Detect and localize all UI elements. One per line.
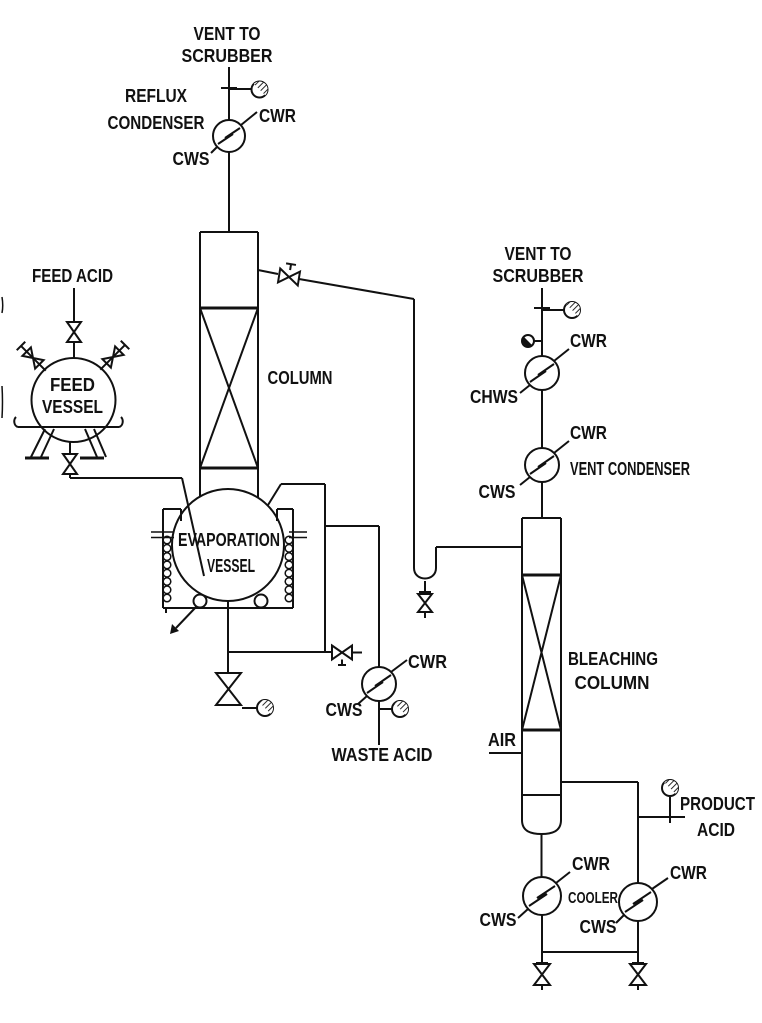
waste-cws-label: CWS [326, 700, 363, 720]
column-label: COLUMN [268, 368, 333, 388]
cwr-leader [553, 348, 570, 362]
cws-leader [517, 908, 529, 919]
feed-vessel-saddle [13, 416, 124, 460]
waste-acid-section: CWR CWS WASTE ACID [326, 652, 448, 765]
bleaching-label-2: COLUMN [575, 673, 650, 693]
feed-vessel-label-2: VESSEL [42, 397, 103, 417]
page-edge-marks [1, 296, 4, 419]
product-takeoff [561, 781, 639, 883]
vent-left-label-1: VENT TO [194, 24, 261, 44]
igniter-tip [170, 624, 179, 634]
cws-leader [210, 146, 218, 154]
feed-dip-pipe [181, 477, 205, 577]
chiller-cwr-label: CWR [570, 331, 607, 351]
cws-leader [357, 695, 368, 705]
waste-acid-label: WASTE ACID [332, 745, 433, 765]
exchanger-coil-icon [528, 885, 556, 907]
exchanger-coil-icon [217, 127, 241, 145]
product-instrument-bubble [661, 779, 679, 797]
cwr-leader [553, 440, 570, 454]
evaporation-section: EVAPORATION VESSEL [151, 483, 380, 717]
cwr-leader [651, 877, 669, 890]
vent-left-label-2: SCRUBBER [182, 46, 273, 66]
cooler2-cwr-label: CWR [670, 863, 707, 883]
u-seal [413, 546, 522, 580]
waste-instrument-bubble [391, 700, 409, 718]
instrument-bubble [250, 80, 269, 99]
cooler2-cws-label: CWS [580, 917, 617, 937]
exchanger-coil-icon [366, 674, 392, 694]
sight-glass-right [253, 593, 269, 609]
feed-vessel-label-1: FEED [50, 375, 95, 395]
sight-glass-left [192, 593, 208, 609]
right-vent-line: VENT TO SCRUBBER [493, 244, 584, 356]
chiller-chws-label: CHWS [470, 387, 518, 407]
reflux-cwr-label: CWR [259, 106, 296, 126]
feed-outlet-valve [61, 453, 79, 475]
cws-leader [519, 476, 531, 486]
cwr-leader [555, 871, 571, 884]
product-label-1: PRODUCT [680, 794, 755, 814]
product-label-2: ACID [697, 820, 735, 840]
drain-instrument-bubble [256, 699, 274, 717]
ventcond-cws-label: CWS [479, 482, 516, 502]
cooler-label: COOLER [568, 890, 618, 907]
igniter-line [175, 606, 197, 629]
feed-acid-label: FEED ACID [32, 266, 113, 286]
vent-condenser: CWR VENT CONDENSER CWS [479, 423, 690, 518]
left-vent-line: VENT TO SCRUBBER [182, 24, 273, 120]
bleaching-label-1: BLEACHING [568, 649, 658, 669]
exchanger-coil-icon [529, 455, 555, 475]
cws-leader [615, 914, 625, 924]
exchanger-coil-icon [624, 891, 652, 913]
feed-vessel-nozzle-right [99, 340, 130, 371]
heating-coil-right [284, 535, 294, 603]
bleaching-column: BLEACHING COLUMN AIR [488, 517, 658, 883]
ventcond-cwr-label: CWR [570, 423, 607, 443]
packing-x [199, 307, 259, 469]
waste-cwr-label: CWR [408, 652, 447, 672]
sensor-dot [521, 334, 535, 348]
cooler1-cwr-label: CWR [572, 854, 610, 874]
reflux-cws-label: CWS [173, 149, 210, 169]
exchanger-coil-icon [529, 363, 555, 383]
feed-vessel-nozzle-left [16, 341, 47, 372]
heating-coil-left [162, 535, 172, 603]
reflux-condenser-label-2: CONDENSER [108, 113, 205, 133]
instrument-bubble [563, 301, 581, 319]
vent-chiller: CWR CHWS [470, 331, 607, 448]
vent-right-label-2: SCRUBBER [493, 266, 584, 286]
cooler-drain-valve-right [627, 952, 649, 990]
reflux-condenser-label-1: REFLUX [125, 86, 187, 106]
feed-inlet-valve [65, 321, 83, 343]
vent-condenser-label: VENT CONDENSER [570, 459, 690, 479]
vent-right-label-1: VENT TO [505, 244, 572, 264]
cwr-leader [390, 659, 408, 673]
evap-drain-valve [213, 672, 244, 706]
vapor-line [267, 483, 326, 652]
dished-bottom [521, 819, 562, 836]
heating-jacket [151, 508, 307, 634]
feed-vessel [30, 357, 117, 443]
air-label: AIR [488, 730, 516, 750]
reflux-condenser: REFLUX CONDENSER CWR CWS [108, 86, 296, 232]
cwr-leader [240, 111, 258, 126]
cooler-drain-valve-left [531, 952, 553, 990]
product-coolers: CWR COOLER CWS CWR CWS [480, 854, 707, 990]
u-seal-drain-valve [415, 581, 435, 618]
distillation-column: COLUMN [199, 231, 522, 618]
chws-leader [519, 384, 531, 394]
bottoms-valve [331, 643, 353, 666]
cooler1-cws-label: CWS [480, 910, 517, 930]
packing-x [521, 574, 562, 731]
distillate-valve [276, 262, 302, 288]
distillate-line [257, 269, 279, 275]
evap-vessel-label-1: EVAPORATION [178, 530, 280, 550]
evap-vessel-label-2: VESSEL [207, 556, 255, 576]
product-section: PRODUCT ACID [638, 779, 755, 840]
feed-section: FEED ACID FEED VESSEL [13, 266, 205, 577]
